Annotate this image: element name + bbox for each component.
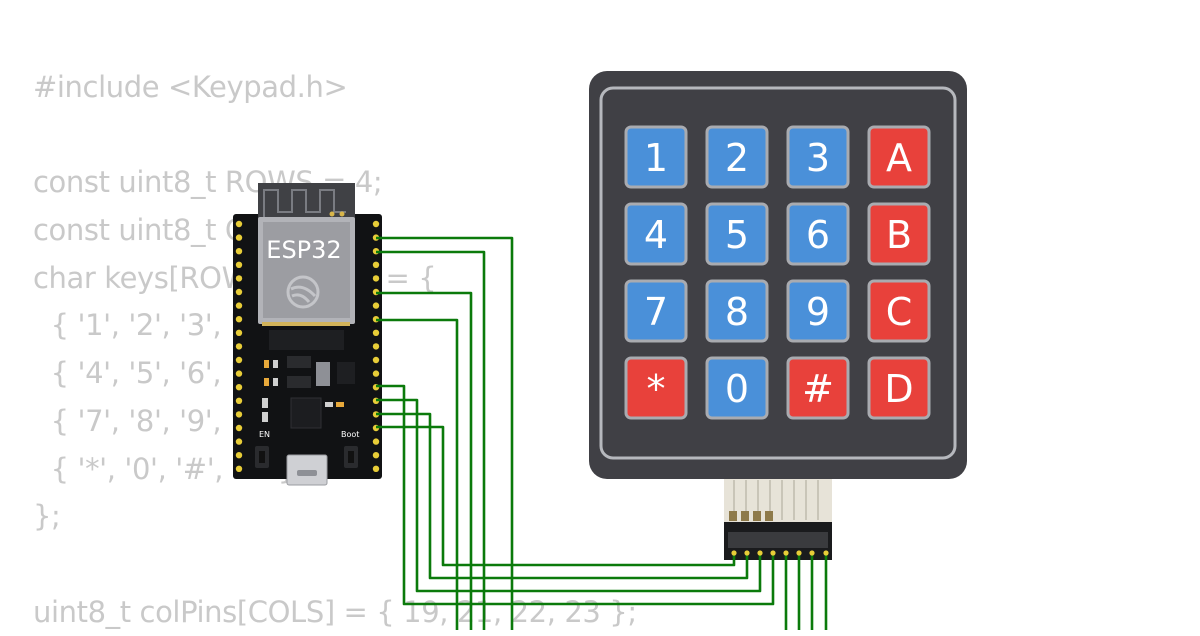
pin[interactable] [235, 234, 243, 241]
pin[interactable] [372, 370, 380, 377]
connector-pin[interactable] [823, 550, 829, 556]
key-2-0[interactable]: 7 [624, 279, 688, 343]
key-label: 8 [725, 290, 749, 334]
pin[interactable] [372, 465, 380, 472]
pin[interactable] [372, 302, 380, 309]
connector-pin[interactable] [796, 550, 802, 556]
key-label: 3 [806, 136, 830, 180]
key-2-3[interactable]: C [867, 279, 931, 343]
pin[interactable] [235, 329, 243, 336]
code-background: #include <Keypad.h>const uint8_t ROWS = … [33, 64, 637, 636]
pin[interactable] [235, 302, 243, 309]
key-label: 2 [725, 136, 749, 180]
key-0-1[interactable]: 2 [705, 125, 769, 189]
key-label: 6 [806, 213, 830, 257]
pin[interactable] [372, 356, 380, 364]
key-label: D [884, 367, 913, 411]
pin[interactable] [235, 220, 243, 228]
key-label: * [647, 367, 666, 411]
pin[interactable] [235, 370, 243, 377]
en-label: EN [259, 430, 270, 439]
wires [376, 236, 829, 630]
code-line: #include <Keypad.h> [33, 70, 348, 104]
pin[interactable] [372, 329, 380, 336]
wire[interactable] [376, 250, 486, 630]
pin[interactable] [235, 465, 243, 472]
key-1-3[interactable]: B [867, 202, 931, 266]
en-button[interactable] [255, 446, 269, 468]
key-1-2[interactable]: 6 [786, 202, 850, 266]
pin[interactable] [235, 356, 243, 364]
esp32-label: ESP32 [266, 236, 341, 264]
pin[interactable] [235, 343, 243, 350]
key-label: 0 [725, 367, 749, 411]
wire[interactable] [376, 384, 775, 606]
key-label: 1 [644, 136, 668, 180]
pin[interactable] [372, 261, 380, 268]
membrane-keypad[interactable]: 1 2 3 A 4 5 6 B 7 8 9 C * 0 # D [589, 71, 967, 560]
connector-pin[interactable] [809, 550, 815, 556]
key-0-0[interactable]: 1 [624, 125, 688, 189]
key-2-2[interactable]: 9 [786, 279, 850, 343]
code-line: }; [33, 499, 61, 534]
key-label: A [886, 136, 912, 180]
pin[interactable] [235, 411, 243, 418]
pin[interactable] [372, 452, 380, 459]
key-label: 5 [725, 213, 749, 257]
pin[interactable] [235, 288, 243, 296]
key-3-2[interactable]: # [786, 356, 850, 420]
pin[interactable] [372, 343, 380, 350]
wire[interactable] [376, 398, 762, 593]
key-1-0[interactable]: 4 [624, 202, 688, 266]
connector-pin[interactable] [770, 550, 776, 556]
wire[interactable] [376, 425, 736, 567]
left-pin-header [235, 220, 243, 472]
key-3-0[interactable]: * [624, 356, 688, 420]
key-0-3[interactable]: A [867, 125, 931, 189]
key-2-1[interactable]: 8 [705, 279, 769, 343]
key-1-1[interactable]: 5 [705, 202, 769, 266]
key-label: # [802, 367, 834, 411]
key-0-2[interactable]: 3 [786, 125, 850, 189]
connector-pin[interactable] [731, 550, 737, 556]
key-label: 7 [644, 290, 668, 334]
code-line: uint8_t colPins[COLS] = { 19, 21, 22, 23… [33, 594, 637, 629]
wire[interactable] [376, 236, 514, 630]
key-label: 4 [644, 213, 668, 257]
pin[interactable] [235, 397, 243, 404]
pin[interactable] [235, 384, 243, 391]
key-label: C [886, 290, 913, 334]
pin[interactable] [372, 275, 380, 282]
pin[interactable] [235, 261, 243, 268]
wire[interactable] [376, 291, 473, 630]
pin[interactable] [372, 220, 380, 228]
wire[interactable] [376, 412, 749, 580]
pin[interactable] [372, 438, 380, 445]
key-label: B [886, 213, 912, 257]
connector-pin[interactable] [783, 550, 789, 556]
boot-label: Boot [341, 430, 359, 439]
pin[interactable] [235, 316, 243, 323]
connector-pin[interactable] [744, 550, 750, 556]
espressif-logo-icon [286, 275, 320, 309]
pin[interactable] [235, 438, 243, 445]
pin[interactable] [235, 452, 243, 459]
connector-pin[interactable] [757, 550, 763, 556]
pin[interactable] [235, 424, 243, 432]
wire[interactable] [376, 318, 459, 630]
esp32-board[interactable]: ESP32 EN Boot [233, 183, 382, 486]
key-label: 9 [806, 290, 830, 334]
pin[interactable] [235, 275, 243, 282]
boot-button[interactable] [344, 446, 358, 468]
key-3-3[interactable]: D [867, 356, 931, 420]
key-3-1[interactable]: 0 [705, 356, 769, 420]
pin[interactable] [235, 248, 243, 255]
